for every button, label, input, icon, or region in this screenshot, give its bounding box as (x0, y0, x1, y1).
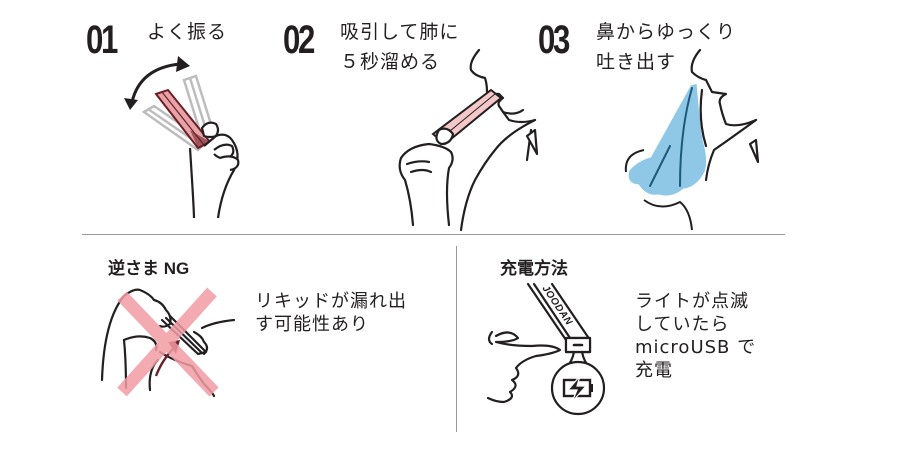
step-number: 01 (86, 18, 118, 62)
step-instruction-line-1: 鼻からゆっくり (596, 21, 737, 43)
charging-title: 充電方法 (500, 259, 568, 278)
warning-line-2: す可能性あり (255, 314, 369, 335)
charging-line-1: ライトが点滅 (635, 291, 749, 312)
exhale-vapor-illustration (624, 48, 760, 231)
horizontal-divider (82, 234, 785, 235)
warning-title: 逆さま NG (108, 259, 190, 278)
step-instruction-line-2: ５秒溜める (340, 51, 441, 73)
prohibited-x-icon (117, 287, 219, 397)
charging-line-3: microUSB で (635, 337, 757, 358)
charging-port-illustration: JOODAN (486, 282, 606, 416)
step-number: 03 (538, 18, 570, 62)
upside-down-prohibited-illustration (100, 287, 236, 398)
inhale-device-illustration (398, 48, 539, 232)
battery-charging-icon (562, 375, 593, 403)
step-instruction-line-2: 吐き出す (596, 51, 677, 73)
charging-line-2: していたら (635, 314, 730, 335)
vertical-divider (456, 246, 457, 432)
rotate-arrow-icon (130, 62, 181, 103)
charging-line-4: 充電 (635, 360, 673, 381)
step-instruction: よく振る (147, 21, 228, 43)
warning-line-1: リキッドが漏れ出 (255, 291, 407, 312)
step-number: 02 (283, 18, 315, 62)
step-instruction-line-1: 吸引して肺に (340, 21, 460, 43)
shake-device-illustration (124, 56, 240, 219)
